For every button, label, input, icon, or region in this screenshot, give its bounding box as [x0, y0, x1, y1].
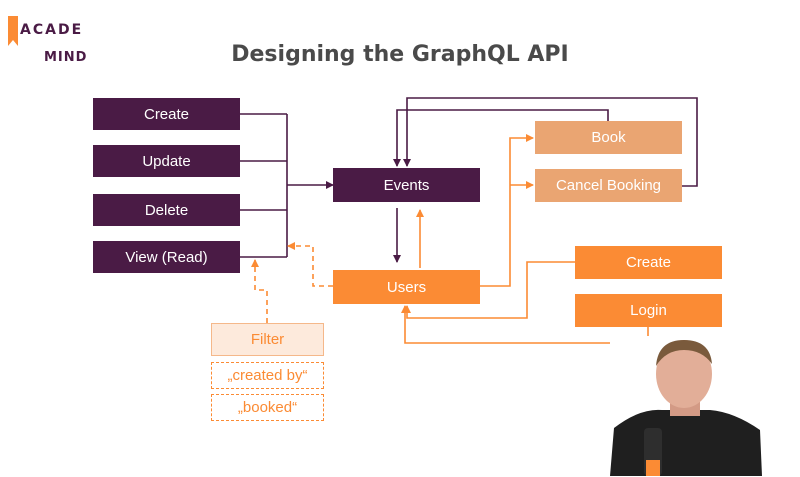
- login-to-users-connector: [401, 305, 649, 344]
- slide-title: Designing the GraphQL API: [231, 42, 569, 67]
- node-filter: Filter: [211, 323, 324, 356]
- logo-text-bottom: MIND: [44, 50, 88, 65]
- node-user-create: Create: [575, 246, 722, 279]
- book-to-events-connector: [393, 109, 609, 167]
- filter-to-view-dashed: [251, 259, 268, 323]
- node-login: Login: [575, 294, 722, 327]
- cancel-to-events-connector: [403, 97, 698, 187]
- users-to-view-dashed: [287, 242, 333, 287]
- academind-logo: ACADE MIND: [8, 12, 100, 68]
- node-booked: „booked“: [211, 394, 324, 421]
- node-cancel-booking: Cancel Booking: [535, 169, 682, 202]
- node-events: Events: [333, 168, 480, 202]
- node-users: Users: [333, 270, 480, 304]
- node-create: Create: [93, 98, 240, 130]
- presenter-video: [610, 336, 762, 476]
- crud-to-events-connector: [240, 113, 334, 258]
- logo-text-top: ACADE: [20, 22, 84, 38]
- node-created-by: „created by“: [211, 362, 324, 389]
- node-update: Update: [93, 145, 240, 177]
- user-create-to-users-connector: [403, 261, 575, 319]
- node-delete: Delete: [93, 194, 240, 226]
- node-view-read: View (Read): [93, 241, 240, 273]
- node-book: Book: [535, 121, 682, 154]
- logo-flag-icon: [8, 16, 18, 46]
- users-to-booking-connector: [480, 134, 534, 287]
- presenter-silhouette: [610, 340, 762, 476]
